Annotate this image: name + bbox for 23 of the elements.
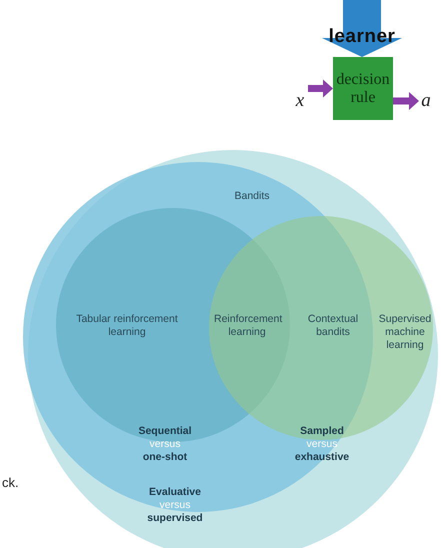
text-fragment: ck.	[2, 476, 19, 489]
contrast-label: Sampled	[300, 425, 344, 438]
decision-box	[333, 57, 393, 120]
arrow	[322, 0, 402, 57]
contrast-label: one-shot	[142, 451, 188, 464]
set-label: Supervised machine learning	[378, 313, 432, 352]
region-label: Reinforcement learning	[214, 313, 280, 339]
variable-label: a	[419, 90, 433, 112]
set-label: Bandits	[233, 190, 271, 203]
versus-label: versus	[306, 438, 338, 451]
arrow	[308, 80, 333, 98]
contrast-label: exhaustive	[294, 451, 350, 464]
region-label: Contextual bandits	[306, 313, 360, 339]
versus-label: versus	[150, 438, 180, 451]
variable-label: x	[292, 90, 308, 112]
versus-label: versus	[160, 499, 190, 512]
contrast-label: Sequential	[138, 425, 192, 438]
set-label: Tabular reinforcement learning	[75, 313, 179, 339]
contrast-label: Evaluative	[149, 486, 201, 499]
box-label: decision rule	[335, 70, 391, 106]
edge-label: learner	[328, 26, 396, 48]
contrast-label: supervised	[147, 512, 203, 525]
arrow	[393, 92, 419, 110]
